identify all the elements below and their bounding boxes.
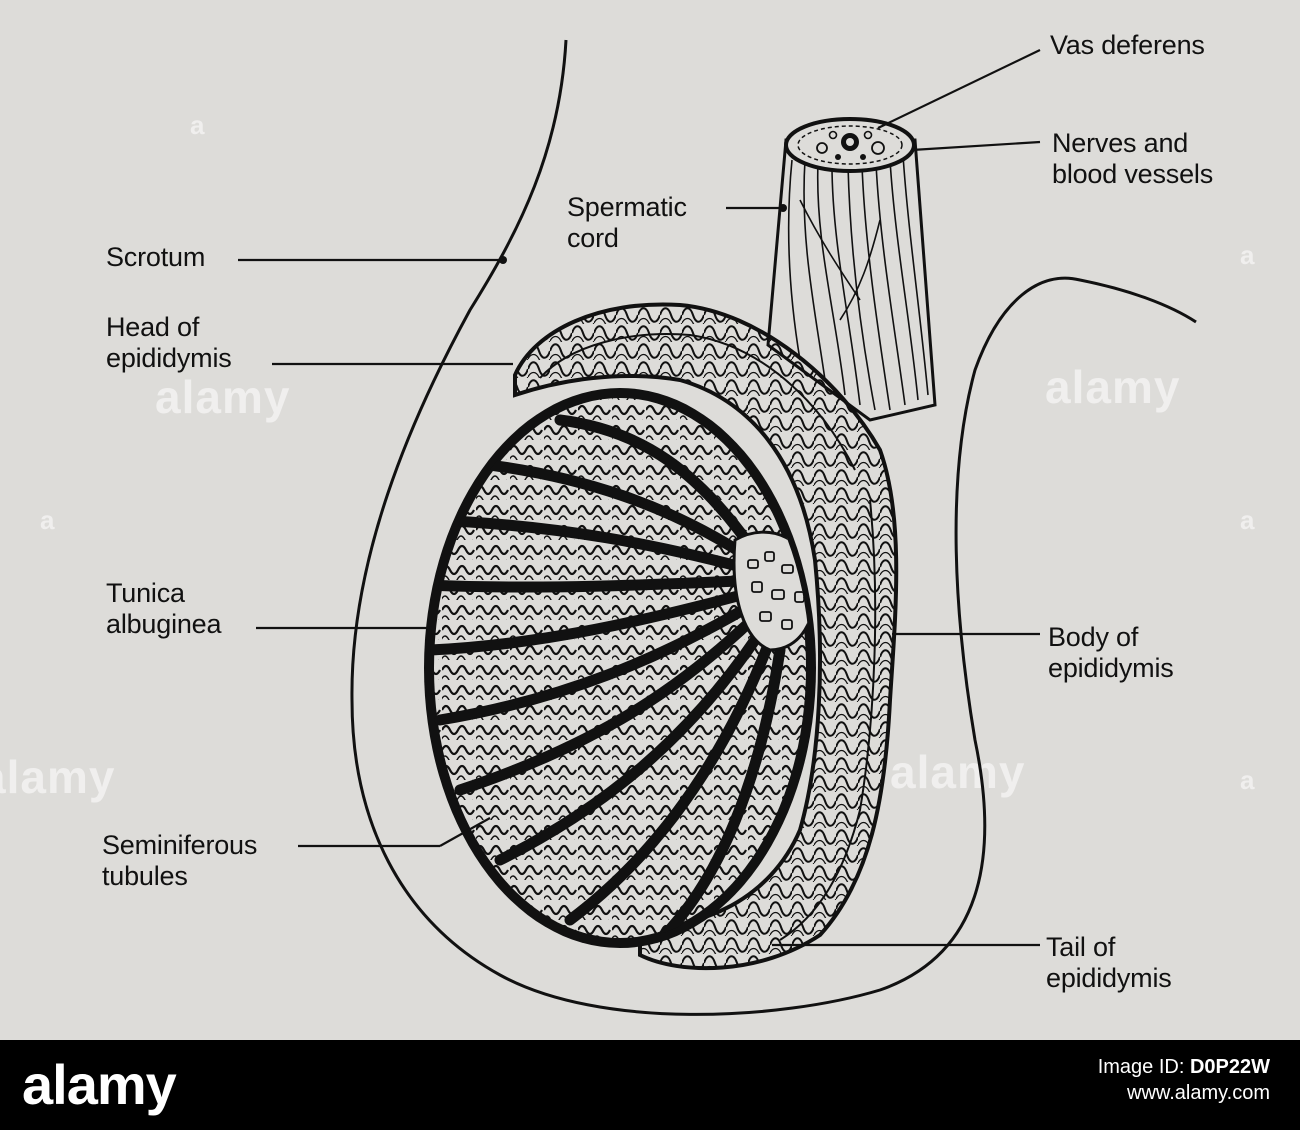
anatomy-diagram: alamy alamy alamy alamy alamy a a a a a (0, 30, 1255, 1016)
label-spermatic-cord: Spermatic cord (567, 192, 687, 253)
scrotum-outline (350, 39, 1197, 1016)
label-head-of-epididymis: Head of epididymis (106, 312, 232, 373)
image-id-block: Image ID: D0P22W www.alamy.com (1098, 1054, 1270, 1106)
site-url: www.alamy.com (1127, 1082, 1270, 1104)
spermatic-cord (766, 117, 937, 422)
watermark: alamy (1045, 361, 1181, 413)
label-tail-of-epididymis: Tail of epididymis (1046, 932, 1172, 993)
watermark-mark: a (1240, 505, 1255, 535)
watermark-mark: a (190, 110, 205, 140)
image-id: D0P22W (1189, 1056, 1270, 1078)
footer-bar: alamy Image ID: D0P22W www.alamy.com (0, 1040, 1300, 1130)
label-body-of-epididymis: Body of epididymis (1048, 622, 1174, 683)
label-tunica-albuginea: Tunica albuginea (106, 578, 222, 639)
leader-lines (238, 49, 1041, 947)
label-nerves-blood-vessels: Nerves and blood vessels (1052, 128, 1213, 189)
label-seminiferous-tubules: Seminiferous tubules (102, 830, 258, 891)
label-scrotum: Scrotum (106, 242, 206, 272)
watermark-mark: a (40, 505, 55, 535)
testis (424, 388, 816, 948)
watermark: alamy (0, 751, 116, 803)
image-id-label: Image ID: (1097, 1056, 1185, 1078)
label-vas-deferens: Vas deferens (1050, 30, 1205, 60)
watermark: alamy (155, 371, 291, 423)
watermark-mark: a (1240, 765, 1255, 795)
diagram-artwork (238, 39, 1197, 1016)
leader-dots (499, 204, 787, 264)
alamy-logo: alamy (22, 1053, 177, 1116)
watermark-mark: a (1240, 240, 1255, 270)
watermark: alamy (890, 746, 1026, 798)
epididymis (513, 302, 899, 971)
